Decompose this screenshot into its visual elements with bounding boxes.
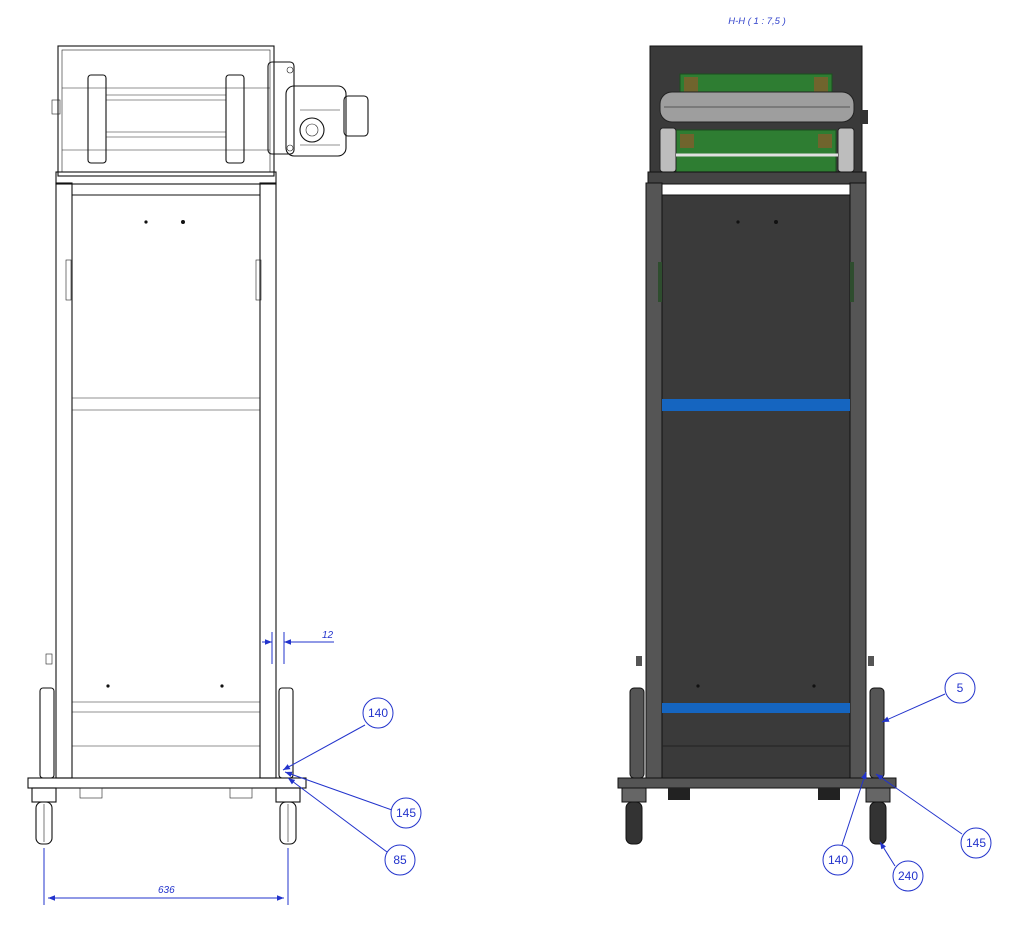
- svg-text:5: 5: [957, 681, 964, 695]
- svg-text:140: 140: [368, 706, 388, 720]
- width-dimension: 636: [158, 885, 175, 896]
- gap-dimension: 12: [322, 630, 334, 641]
- section-title: H-H ( 1 : 7,5 ): [728, 16, 786, 27]
- svg-text:145: 145: [396, 806, 416, 820]
- balloon-145-right: 145: [960, 827, 992, 859]
- balloon-85-left: 85: [384, 844, 416, 876]
- right-annotations: 5 140 145 240: [822, 672, 992, 892]
- balloon-140-right: 140: [822, 844, 854, 876]
- balloon-140-left: 140: [362, 697, 394, 729]
- svg-text:240: 240: [898, 869, 918, 883]
- gear-motor: [267, 61, 369, 157]
- left-annotations: 12 636 140 145 85: [43, 630, 422, 905]
- balloon-240-right: 240: [892, 860, 924, 892]
- balloon-145-left: 145: [390, 797, 422, 829]
- svg-text:145: 145: [966, 836, 986, 850]
- svg-text:140: 140: [828, 853, 848, 867]
- svg-text:85: 85: [393, 853, 407, 867]
- right-section-view: [617, 45, 897, 845]
- balloon-5-right: 5: [944, 672, 976, 704]
- left-front-view: [27, 45, 369, 845]
